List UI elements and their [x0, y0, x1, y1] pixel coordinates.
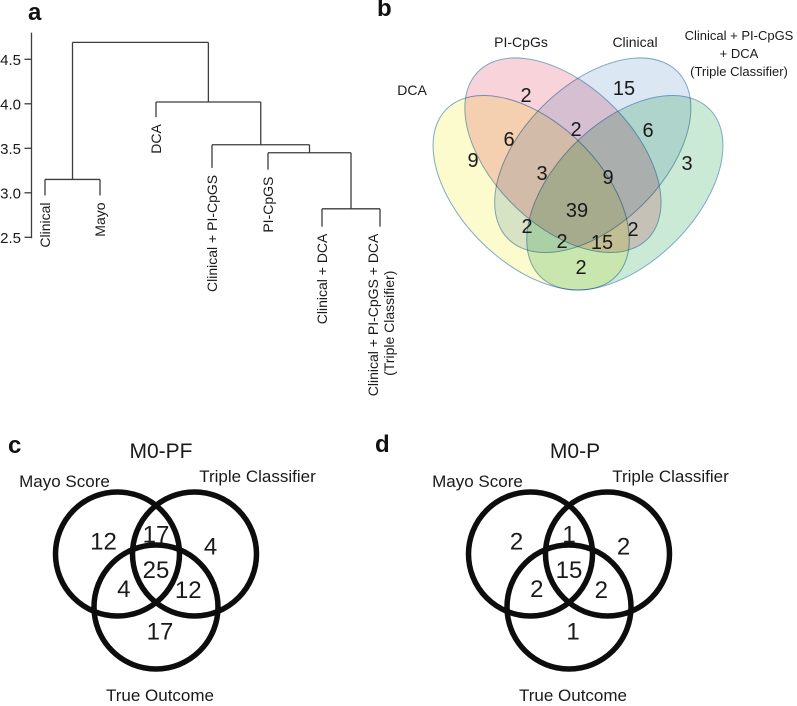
venn3-circle-0 [465, 489, 596, 619]
panel-letter-b: b [377, 0, 392, 22]
venn4-region-count: 9 [602, 167, 613, 189]
venn3-region-count: 4 [204, 534, 217, 561]
venn4-ellipse-group-TRI [497, 56, 752, 330]
venn4-region-count: 3 [681, 153, 692, 175]
venn4-region-count: 9 [467, 150, 478, 172]
venn3-set-label: Triple Classifier [199, 467, 316, 486]
venn3-region-count: 12 [175, 577, 202, 604]
venn3-set-label: Mayo Score [432, 472, 523, 491]
venn4-region-count: 6 [642, 120, 653, 142]
venn4-region-count: 2 [627, 219, 638, 241]
venn4-region-count: 2 [521, 216, 532, 238]
venn3-set-label: Mayo Score [19, 472, 110, 491]
leaf-label: Mayo [92, 202, 108, 236]
venn4-set-label-TRI: + DCA [720, 46, 759, 61]
venn3-set-label: Triple Classifier [612, 467, 729, 486]
venn3-region-count: 1 [562, 522, 575, 549]
panel-letter-c: c [8, 432, 21, 459]
venn4-region-count: 6 [503, 129, 514, 151]
y-axis-tick-label: 2.5 [0, 230, 21, 247]
venn4-region-count: 2 [520, 85, 531, 107]
leaf-label: PI-CpGS [260, 177, 276, 233]
venn4-region-count: 39 [566, 200, 588, 222]
venn3-circle-1 [129, 489, 260, 619]
venn3-region-count: 2 [510, 529, 523, 556]
venn3-title: M0-PF [130, 440, 193, 463]
venn4-set-label-TRI: Clinical + PI-CpGS [685, 28, 794, 43]
venn3-region-count: 12 [90, 529, 117, 556]
leaf-label-line2: (Triple Classifier) [381, 271, 397, 376]
venn3-region-count: 4 [117, 576, 130, 603]
venn4-region-count: 15 [591, 232, 613, 254]
y-axis-tick-label: 4.5 [0, 52, 21, 69]
panel-b-venn4: DCA PI-CpGs Clinical Clinical + PI-CpGS + DC… [397, 18, 793, 329]
venn4-ellipse-TRI [497, 56, 752, 330]
venn4-set-label-CLIN: Clinical [612, 34, 657, 50]
venn3-region-count: 15 [556, 557, 583, 584]
venn3-region-count: 2 [617, 534, 630, 561]
panel-letter-d: d [375, 431, 390, 458]
venn3-region-count: 1 [566, 619, 579, 646]
venn3-circle-1 [542, 489, 673, 619]
y-axis-tick-label: 3.0 [0, 185, 21, 202]
leaf-label: DCA [148, 123, 164, 153]
venn3-region-count: 2 [595, 577, 608, 604]
y-axis-tick-label: 4.0 [0, 96, 21, 113]
y-axis-tick-label: 3.5 [0, 141, 21, 158]
venn3-region-count: 17 [147, 619, 174, 646]
venn3-set-label: True Outcome [519, 686, 627, 705]
leaf-label: Clinical + DCA [314, 233, 330, 324]
venn3-set-label: True Outcome [106, 686, 214, 705]
venn3-circle-0 [52, 489, 183, 619]
venn4-region-count: 2 [575, 257, 586, 279]
venn4-set-label-DCA: DCA [397, 82, 427, 98]
venn4-region-count: 2 [556, 231, 567, 253]
venn3-circle-2 [504, 542, 634, 672]
leaf-label: Clinical + PI-CpGS + DCA [365, 233, 381, 396]
venn4-region-count: 3 [536, 163, 547, 185]
venn3-circle-2 [91, 542, 221, 672]
venn4-region-count: 2 [570, 119, 581, 141]
leaf-label: Clinical [37, 202, 53, 247]
panel-letter-a: a [28, 0, 42, 26]
venn3-region-count: 25 [143, 557, 170, 584]
venn4-set-label-PI: PI-CpGs [494, 34, 548, 50]
leaf-label: Clinical + PI-CpGS [204, 175, 220, 292]
venn3-region-count: 2 [530, 576, 543, 603]
venn3-title: M0-P [550, 440, 600, 463]
venn3-region-count: 17 [143, 522, 170, 549]
venn4-set-label-TRI: (Triple Classifier) [690, 64, 788, 79]
venn4-region-count: 15 [613, 78, 635, 100]
